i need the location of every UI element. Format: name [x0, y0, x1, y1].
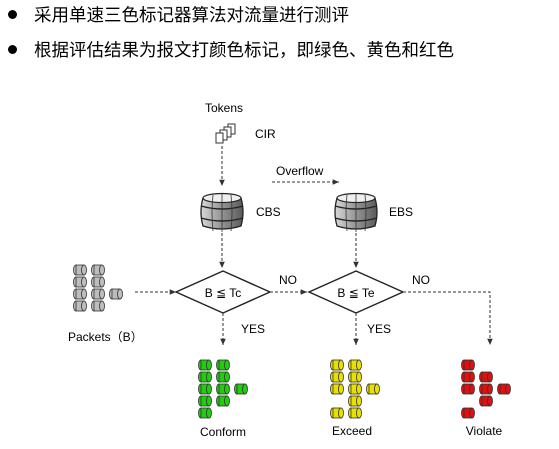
tokens-label: Tokens [205, 101, 243, 115]
packet-cylinder-icon [366, 383, 380, 395]
conform-packets-icon [198, 359, 248, 419]
packet-cylinder-icon [348, 359, 362, 371]
no-arrow-2 [403, 291, 493, 345]
bullet-item-1: 采用单速三色标记器算法对流量进行测评 [8, 3, 349, 29]
packet-cylinder-icon [198, 359, 212, 371]
packet-cylinder-icon [348, 383, 362, 395]
decision-ebs-label: B ≦ Te [337, 286, 375, 300]
decision-cbs-label: B ≦ Tc [205, 286, 242, 300]
packet-cylinder-icon [198, 395, 212, 407]
overflow-label: Overflow [276, 164, 324, 178]
packet-cylinder-icon [73, 276, 87, 288]
packet-cylinder-icon [216, 359, 230, 371]
packet-cylinder-icon [198, 407, 212, 419]
bullet-text-2: 根据评估结果为报文打颜色标记，即绿色、黄色和红色 [34, 41, 454, 61]
cbs-label: CBS [256, 205, 281, 219]
ebs-label: EBS [389, 205, 413, 219]
packet-cylinder-icon [461, 383, 475, 395]
packet-cylinder-icon [479, 383, 493, 395]
no-label-1: NO [279, 273, 297, 287]
packet-cylinder-icon [461, 407, 475, 419]
yes-label-2: YES [367, 322, 391, 336]
packets-icon [73, 264, 123, 312]
packet-cylinder-icon [73, 288, 87, 300]
bullet-text-1: 采用单速三色标记器算法对流量进行测评 [34, 6, 349, 26]
packet-cylinder-icon [234, 383, 248, 395]
no-label-2: NO [412, 273, 430, 287]
cbs-bucket-icon [200, 192, 244, 233]
bullet-item-2: 根据评估结果为报文打颜色标记，即绿色、黄色和红色 [8, 38, 454, 64]
conform-label: Conform [200, 425, 246, 439]
packet-cylinder-icon [479, 395, 493, 407]
packet-cylinder-icon [330, 407, 344, 419]
packet-cylinder-icon [73, 300, 87, 312]
bullet-dot-icon [8, 44, 17, 54]
bullet-dot-icon [8, 9, 17, 19]
packet-cylinder-icon [216, 371, 230, 383]
violate-packets-icon [461, 359, 511, 419]
packet-cylinder-icon [91, 300, 105, 312]
packet-cylinder-icon [91, 276, 105, 288]
packet-cylinder-icon [497, 383, 511, 395]
packet-cylinder-icon [461, 371, 475, 383]
packet-cylinder-icon [198, 383, 212, 395]
packet-cylinder-icon [479, 371, 493, 383]
packet-cylinder-icon [198, 371, 212, 383]
packet-cylinder-icon [348, 371, 362, 383]
packet-cylinder-icon [73, 264, 87, 276]
packet-cylinder-icon [216, 383, 230, 395]
yes-label-1: YES [241, 322, 265, 336]
packet-cylinder-icon [461, 359, 475, 371]
packet-cylinder-icon [91, 264, 105, 276]
packets-label: Packets（B） [68, 330, 143, 344]
packet-cylinder-icon [348, 395, 362, 407]
violate-label: Violate [466, 424, 503, 438]
packet-cylinder-icon [91, 288, 105, 300]
exceed-packets-icon [330, 359, 380, 419]
exceed-label: Exceed [332, 424, 372, 438]
cir-label: CIR [255, 127, 276, 141]
packet-cylinder-icon [216, 395, 230, 407]
packet-cylinder-icon [348, 407, 362, 419]
packet-cylinder-icon [330, 359, 344, 371]
ebs-bucket-icon [334, 192, 378, 233]
packet-cylinder-icon [109, 288, 123, 300]
tokens-stack-icon [215, 123, 236, 144]
packet-cylinder-icon [330, 383, 344, 395]
packet-cylinder-icon [330, 371, 344, 383]
